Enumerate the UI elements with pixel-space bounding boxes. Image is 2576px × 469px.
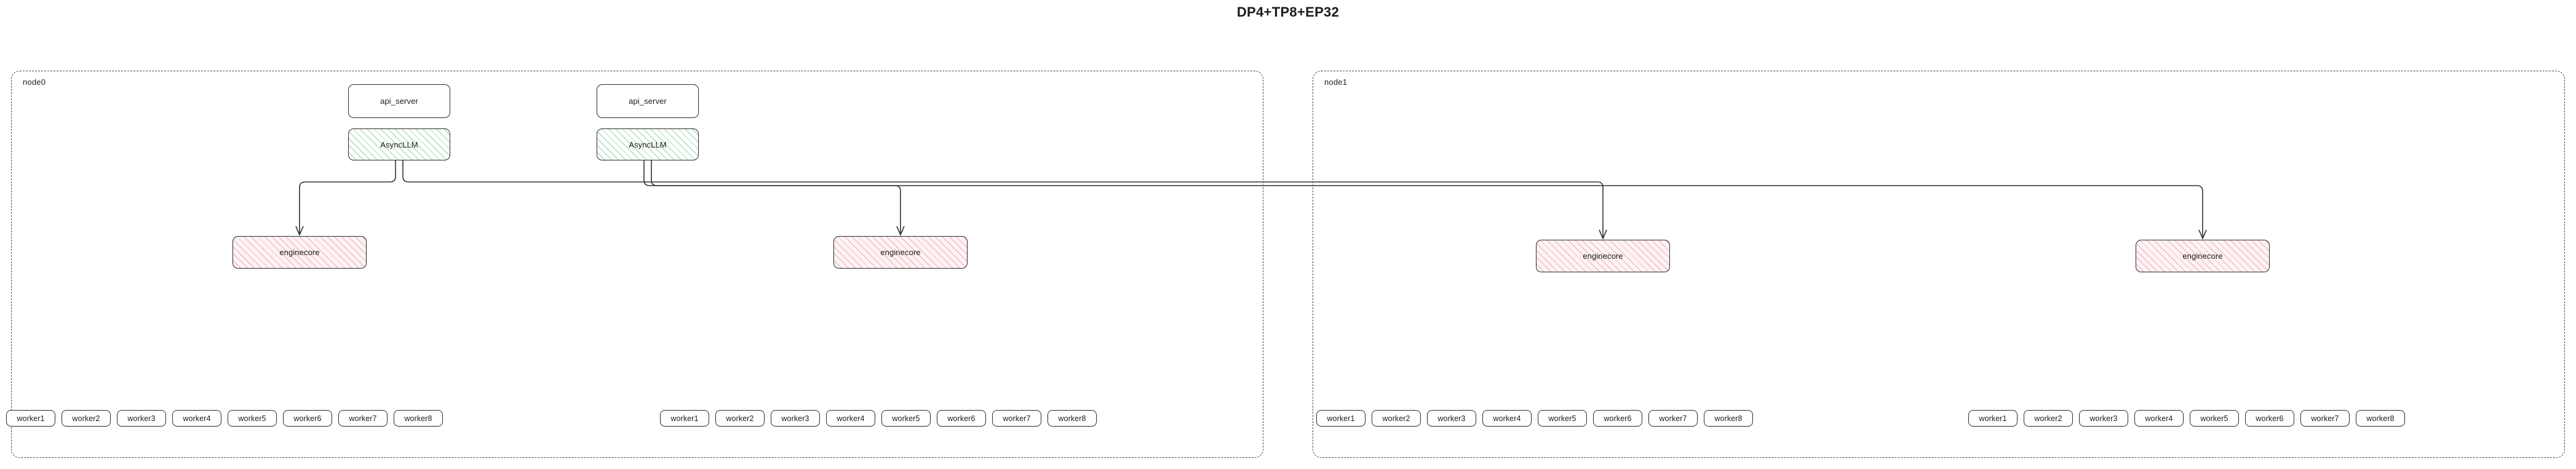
worker-box[interactable]: worker6 (1593, 410, 1642, 427)
worker-box[interactable]: worker8 (1047, 410, 1097, 427)
worker-box[interactable]: worker5 (1538, 410, 1587, 427)
worker-box[interactable]: worker4 (172, 410, 221, 427)
diagram-title: DP4+TP8+EP32 (1236, 4, 1340, 20)
asyncllm-box[interactable]: AsyncLLM (597, 128, 699, 160)
worker-box[interactable]: worker3 (771, 410, 820, 427)
worker-box[interactable]: worker4 (2134, 410, 2184, 427)
worker-box[interactable]: worker7 (1648, 410, 1698, 427)
worker-box[interactable]: worker5 (881, 410, 931, 427)
worker-box[interactable]: worker8 (1704, 410, 1753, 427)
enginecore-box[interactable]: enginecore (233, 236, 367, 269)
worker-box[interactable]: worker5 (2190, 410, 2239, 427)
worker-box[interactable]: worker4 (1482, 410, 1532, 427)
worker-box[interactable]: worker6 (283, 410, 332, 427)
worker-box[interactable]: worker3 (117, 410, 166, 427)
worker-box[interactable]: worker2 (1372, 410, 1421, 427)
worker-box[interactable]: worker7 (992, 410, 1041, 427)
worker-box[interactable]: worker3 (1427, 410, 1476, 427)
asyncllm-box[interactable]: AsyncLLM (348, 128, 450, 160)
worker-box[interactable]: worker1 (660, 410, 709, 427)
worker-box[interactable]: worker6 (937, 410, 986, 427)
cluster-label-node1: node1 (1324, 77, 1348, 87)
cluster-node1: node1 (1313, 71, 2565, 458)
worker-box[interactable]: worker1 (6, 410, 55, 427)
api-server-box[interactable]: api_server (597, 84, 699, 118)
cluster-label-node0: node0 (23, 77, 46, 87)
worker-box[interactable]: worker1 (1316, 410, 1366, 427)
worker-box[interactable]: worker6 (2245, 410, 2294, 427)
enginecore-box[interactable]: enginecore (2136, 240, 2270, 272)
worker-box[interactable]: worker7 (2300, 410, 2350, 427)
worker-box[interactable]: worker8 (2356, 410, 2405, 427)
worker-box[interactable]: worker2 (2024, 410, 2073, 427)
cluster-node0: node0 (11, 71, 1263, 458)
enginecore-box[interactable]: enginecore (1536, 240, 1670, 272)
worker-box[interactable]: worker3 (2079, 410, 2128, 427)
enginecore-box[interactable]: enginecore (833, 236, 968, 269)
worker-box[interactable]: worker7 (338, 410, 388, 427)
worker-box[interactable]: worker8 (394, 410, 443, 427)
worker-box[interactable]: worker1 (1968, 410, 2017, 427)
worker-box[interactable]: worker2 (715, 410, 765, 427)
worker-box[interactable]: worker4 (826, 410, 875, 427)
worker-box[interactable]: worker5 (228, 410, 277, 427)
api-server-box[interactable]: api_server (348, 84, 450, 118)
worker-box[interactable]: worker2 (62, 410, 111, 427)
